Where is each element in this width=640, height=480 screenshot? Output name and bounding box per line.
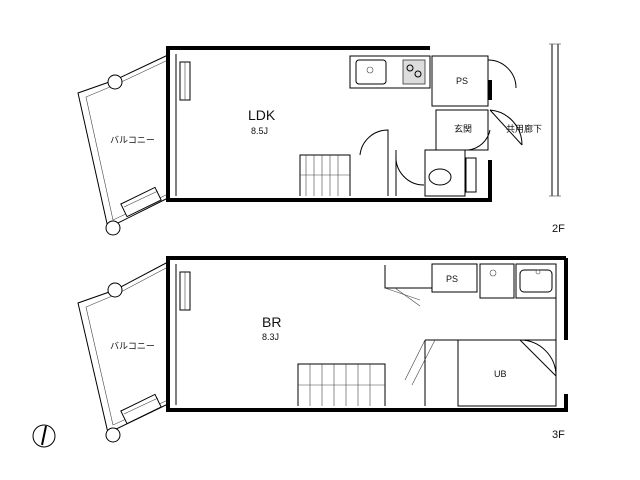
balcony-label-3f: バルコニー: [110, 341, 155, 351]
stairs-3f: [297, 363, 386, 406]
balcony-post-2f-top: [107, 74, 123, 90]
floor-label-3f: 3F: [552, 429, 565, 441]
balcony-post-2f-bottom: [105, 220, 121, 236]
ps-3f: [431, 263, 478, 293]
balcony-post-3f-bottom: [105, 427, 121, 443]
room-name-2f: LDK: [248, 107, 276, 123]
wall-3f-outer: [166, 256, 568, 412]
stairs-2f: [299, 154, 351, 196]
floor-label-2f: 2F: [552, 223, 565, 235]
bath-label-3f: UB: [494, 369, 507, 379]
balcony-post-3f-top: [107, 282, 123, 298]
bathroom-3f: [457, 339, 557, 407]
north-arrow-icon: [32, 424, 56, 448]
kitchen-2f: [349, 55, 431, 89]
ac-unit-2f: [120, 186, 162, 218]
balcony-label-2f: バルコニー: [110, 135, 155, 145]
ac-unit-3f: [120, 393, 162, 425]
balcony-3f: バルコニー: [77, 261, 169, 443]
washing-machine-3f: [479, 263, 515, 299]
room-size-2f: 8.5J: [251, 126, 268, 136]
corridor-label-2f: 共用廊下: [506, 123, 542, 134]
entrance-2f: [435, 109, 489, 151]
balcony-2f: バルコニー: [77, 54, 169, 236]
entrance-label-2f: 玄関: [454, 123, 472, 134]
ps-2f: [431, 55, 489, 107]
wall-2f-outer: [166, 46, 492, 202]
room-size-3f: 8.3J: [262, 332, 279, 342]
floor-3: バルコニー PS UB: [77, 256, 568, 443]
ps-label-2f: PS: [456, 76, 468, 86]
room-name-3f: BR: [262, 314, 281, 330]
floor-2: バルコニー PS 玄関 共用廊下: [77, 43, 565, 236]
ps-label-3f: PS: [446, 274, 458, 284]
